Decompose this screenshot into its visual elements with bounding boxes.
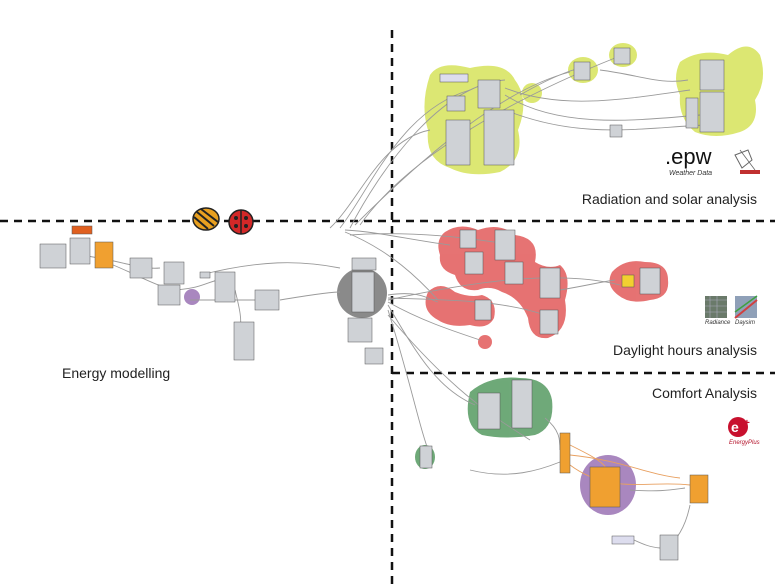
component-node[interactable] [609, 124, 623, 138]
component-node[interactable] [445, 119, 471, 166]
component-node[interactable] [699, 59, 725, 91]
component-node[interactable] [233, 321, 255, 361]
component-node[interactable] [483, 109, 515, 166]
weather-tool-icon [734, 149, 760, 174]
component-node[interactable] [613, 47, 631, 65]
component-node[interactable] [699, 91, 725, 133]
epw-label: .epw [665, 144, 712, 169]
energyplus-logo-icon: e + [728, 417, 750, 437]
component-node[interactable] [71, 225, 93, 235]
component-node[interactable] [477, 79, 501, 109]
component-node[interactable] [157, 284, 181, 306]
component-node[interactable] [39, 243, 67, 269]
component-node[interactable] [539, 309, 559, 335]
component-node[interactable] [351, 271, 375, 313]
component-node[interactable] [419, 445, 433, 469]
daysim-label: Daysim [735, 320, 756, 326]
component-node[interactable] [351, 257, 377, 271]
section-dividers [0, 30, 775, 586]
component-node[interactable] [511, 379, 533, 429]
component-node[interactable] [659, 534, 679, 561]
section-label-radiation: Radiation and solar analysis [581, 191, 757, 207]
components [39, 47, 725, 561]
section-label-energy: Energy modelling [62, 365, 171, 381]
component-node[interactable] [163, 261, 185, 285]
daysim-icon [734, 295, 758, 319]
section-label-comfort: Comfort Analysis [651, 385, 757, 401]
energyplus-label: EnergyPlus [729, 440, 760, 446]
component-node[interactable] [504, 261, 524, 285]
component-node[interactable] [459, 229, 477, 249]
component-node[interactable] [621, 274, 635, 288]
component-node[interactable] [611, 535, 635, 545]
radiance-icon [705, 296, 727, 318]
svg-text:e: e [731, 419, 739, 435]
component-node[interactable] [573, 61, 591, 81]
radiance-label: Radiance [705, 320, 731, 326]
svg-text:+: + [744, 418, 750, 429]
component-node[interactable] [129, 257, 153, 279]
component-node[interactable] [589, 466, 621, 508]
component-node[interactable] [477, 392, 501, 430]
component-node[interactable] [639, 267, 661, 295]
component-node[interactable] [539, 267, 561, 299]
component-node[interactable] [69, 237, 91, 265]
ladybug-icon [228, 209, 254, 235]
component-node[interactable] [559, 432, 571, 474]
component-node[interactable] [364, 347, 384, 365]
component-node[interactable] [214, 271, 236, 303]
component-node[interactable] [94, 241, 114, 269]
component-node[interactable] [689, 474, 709, 504]
component-node[interactable] [439, 73, 469, 83]
honeybee-icon [192, 207, 220, 231]
group-blobs [184, 43, 764, 515]
component-node[interactable] [474, 299, 492, 321]
component-node[interactable] [199, 271, 211, 279]
component-node[interactable] [685, 97, 699, 129]
component-node[interactable] [494, 229, 516, 261]
weather-data-label: Weather Data [669, 170, 713, 177]
component-node[interactable] [464, 251, 484, 275]
component-node[interactable] [347, 317, 373, 343]
section-label-daylight: Daylight hours analysis [613, 342, 757, 358]
component-node[interactable] [254, 289, 280, 311]
component-node[interactable] [446, 95, 466, 112]
